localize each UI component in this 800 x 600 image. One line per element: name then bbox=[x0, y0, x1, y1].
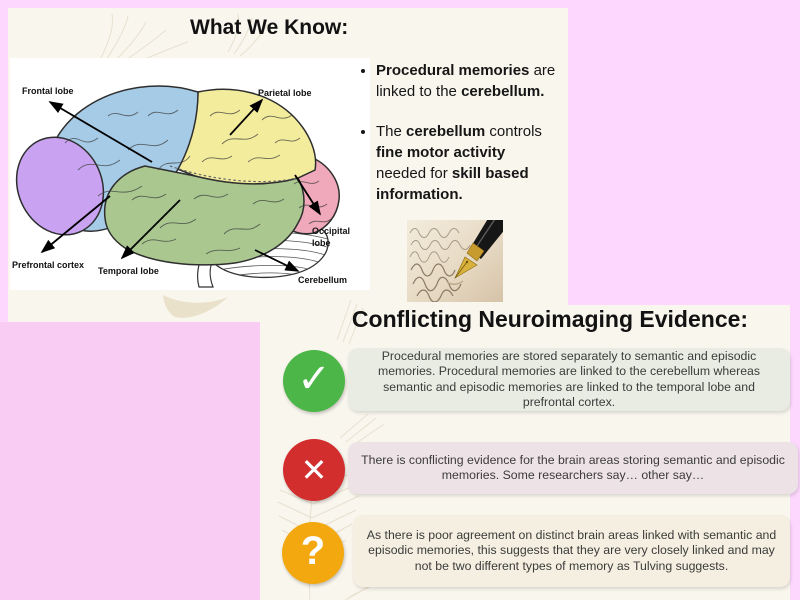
occipital-lobe-label-line1: Occipital bbox=[312, 226, 350, 236]
frontal-lobe-label: Frontal lobe bbox=[22, 86, 74, 96]
what-we-know-title: What We Know: bbox=[190, 16, 349, 39]
cerebellum-label: Cerebellum bbox=[298, 275, 347, 285]
temporal-lobe-label: Temporal lobe bbox=[98, 266, 159, 276]
pen-gold-band bbox=[466, 242, 485, 262]
evidence-box-conclusion: As there is poor agreement on distinct b… bbox=[353, 515, 790, 587]
brain-diagram-svg: Frontal lobe Parietal lobe Occipital lob… bbox=[12, 85, 350, 288]
frontal-lobe-arrow bbox=[48, 101, 153, 163]
question-icon: ? bbox=[282, 522, 344, 584]
handwriting-pen-image bbox=[407, 220, 503, 302]
evidence-box-conflict-text: There is conflicting evidence for the br… bbox=[361, 452, 785, 483]
check-icon: ✓ bbox=[283, 350, 345, 412]
pen-nib bbox=[454, 256, 478, 279]
occipital-lobe-label-line2: lobe bbox=[312, 238, 331, 248]
check-glyph: ✓ bbox=[297, 356, 331, 402]
left-pink-block bbox=[0, 322, 260, 600]
evidence-box-agree: Procedural memories are stored separatel… bbox=[348, 348, 790, 411]
cerebellum-arrow bbox=[254, 249, 300, 272]
question-glyph: ? bbox=[300, 528, 326, 573]
parietal-lobe-arrow bbox=[229, 98, 264, 136]
prefrontal-cortex-shape bbox=[15, 136, 105, 236]
evidence-box-agree-text: Procedural memories are stored separatel… bbox=[377, 348, 761, 410]
brain-diagram-figure: Frontal lobe Parietal lobe Occipital lob… bbox=[10, 58, 370, 290]
conflicting-evidence-title: Conflicting Neuroimaging Evidence: bbox=[351, 306, 749, 332]
cross-icon: ✕ bbox=[283, 439, 345, 501]
prefrontal-cortex-label: Prefrontal cortex bbox=[12, 260, 84, 270]
parietal-lobe-label: Parietal lobe bbox=[258, 88, 312, 98]
prefrontal-cortex-arrow bbox=[40, 195, 111, 254]
evidence-box-conclusion-text: As there is poor agreement on distinct b… bbox=[366, 527, 777, 573]
occipital-lobe-arrow bbox=[294, 174, 321, 216]
evidence-box-conflict: There is conflicting evidence for the br… bbox=[348, 442, 798, 494]
cross-glyph: ✕ bbox=[300, 451, 328, 489]
temporal-lobe-arrow bbox=[120, 199, 181, 260]
